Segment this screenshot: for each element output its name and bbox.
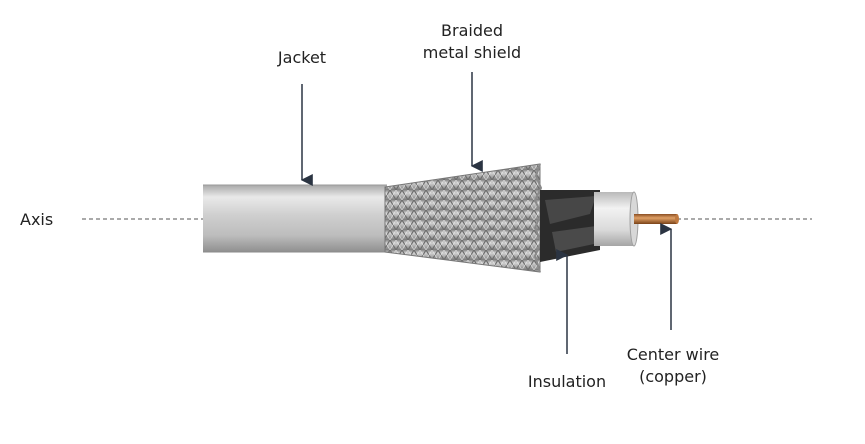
braided-shield-label: Braided metal shield <box>402 20 542 64</box>
jacket-label: Jacket <box>277 48 327 67</box>
braided-shield-label-line1: Braided <box>441 21 503 40</box>
foil-layer <box>540 190 600 262</box>
axis-label: Axis <box>20 210 54 229</box>
insulation-label: Insulation <box>527 372 607 391</box>
center-wire-label-line2: (copper) <box>639 367 707 386</box>
jacket-segment <box>203 184 387 253</box>
braided-shield-label-line2: metal shield <box>422 43 522 62</box>
copper-center-wire <box>634 214 679 224</box>
center-wire-label: Center wire (copper) <box>608 344 738 388</box>
center-wire-label-line1: Center wire <box>626 345 720 364</box>
braided-shield-segment <box>384 163 543 273</box>
insulation-segment <box>594 191 639 247</box>
